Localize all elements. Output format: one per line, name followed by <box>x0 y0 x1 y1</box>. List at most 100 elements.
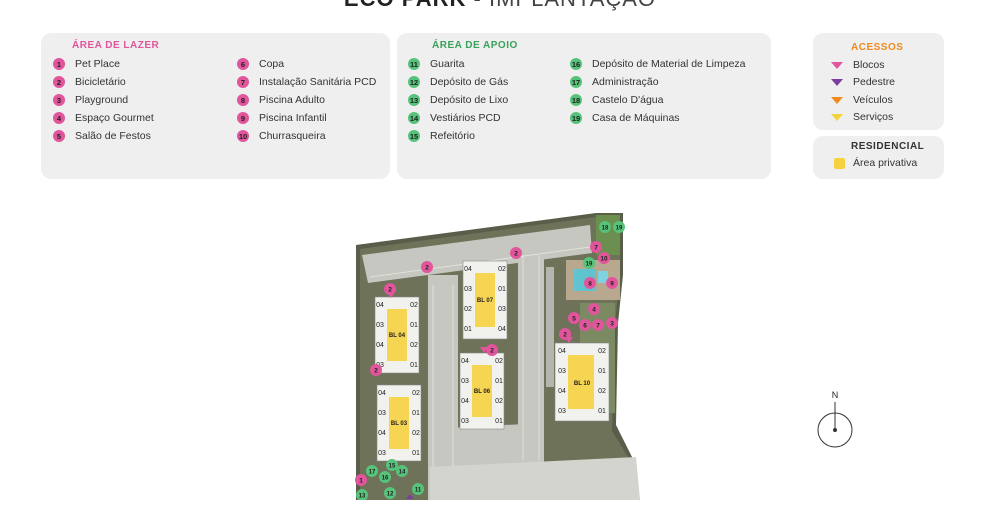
north-compass: N <box>813 388 857 448</box>
svg-text:03: 03 <box>378 410 386 417</box>
legend-item: Pedestre <box>831 76 895 88</box>
svg-text:2: 2 <box>514 251 518 258</box>
svg-text:10: 10 <box>600 256 608 263</box>
legend-panel-residencial: RESIDENCIAL Área privativa <box>813 136 944 179</box>
svg-text:8: 8 <box>588 281 592 288</box>
area-privativa-swatch <box>834 157 845 169</box>
legend-item: Área privativa <box>834 157 917 169</box>
blocos-arrow-icon <box>831 61 843 69</box>
svg-text:BL 03: BL 03 <box>391 421 408 427</box>
legend-item: Veículos <box>831 94 893 106</box>
svg-text:02: 02 <box>598 388 606 395</box>
svg-text:2: 2 <box>490 348 494 355</box>
compass-icon: N <box>817 390 853 448</box>
svg-text:01: 01 <box>464 326 472 333</box>
svg-text:03: 03 <box>378 450 386 457</box>
svg-text:01: 01 <box>410 362 418 369</box>
svg-text:04: 04 <box>498 326 506 333</box>
svg-text:01: 01 <box>498 286 506 293</box>
svg-text:02: 02 <box>495 358 503 365</box>
apoio-heading: ÁREA DE APOIO <box>432 40 518 51</box>
svg-text:16: 16 <box>382 476 389 482</box>
svg-text:2: 2 <box>374 368 378 375</box>
svg-text:02: 02 <box>410 302 418 309</box>
svg-text:BL 06: BL 06 <box>474 389 491 395</box>
servicos-arrow-icon <box>831 113 843 121</box>
svg-text:04: 04 <box>464 266 472 273</box>
svg-text:3: 3 <box>610 321 614 328</box>
compass-north-label: N <box>832 390 839 400</box>
svg-text:BL 04: BL 04 <box>389 333 406 339</box>
svg-text:4: 4 <box>592 307 596 314</box>
svg-text:04: 04 <box>378 430 386 437</box>
svg-text:04: 04 <box>378 390 386 397</box>
block-bl03 <box>376 384 422 462</box>
svg-text:03: 03 <box>558 368 566 375</box>
site-plan-svg: 04 02 03 01 04 02 03 01 04 02 03 01 02 0… <box>355 213 640 501</box>
svg-text:13: 13 <box>359 494 366 500</box>
svg-text:03: 03 <box>498 306 506 313</box>
svg-text:03: 03 <box>376 362 384 369</box>
pedestre-arrow-icon <box>831 78 843 86</box>
block-bl06 <box>459 352 505 430</box>
svg-text:04: 04 <box>558 348 566 355</box>
svg-text:02: 02 <box>412 390 420 397</box>
site-plan-map: 04 02 03 01 04 02 03 01 04 02 03 01 02 0… <box>340 205 660 501</box>
svg-text:2: 2 <box>388 287 392 294</box>
svg-text:02: 02 <box>498 266 506 273</box>
svg-text:1: 1 <box>359 478 363 485</box>
svg-text:02: 02 <box>464 306 472 313</box>
svg-text:02: 02 <box>410 342 418 349</box>
svg-text:04: 04 <box>558 388 566 395</box>
svg-text:19: 19 <box>586 262 593 268</box>
svg-text:04: 04 <box>461 398 469 405</box>
block-bl04 <box>374 296 420 374</box>
svg-text:04: 04 <box>376 342 384 349</box>
block-bl10 <box>554 342 610 422</box>
svg-text:5: 5 <box>572 316 576 323</box>
svg-text:03: 03 <box>464 286 472 293</box>
svg-text:03: 03 <box>376 322 384 329</box>
svg-text:15: 15 <box>389 464 396 470</box>
legend-item: Blocos <box>831 59 885 71</box>
svg-text:7: 7 <box>596 323 600 330</box>
svg-text:14: 14 <box>399 470 406 476</box>
svg-text:04: 04 <box>461 358 469 365</box>
svg-text:03: 03 <box>461 418 469 425</box>
svg-text:01: 01 <box>412 450 420 457</box>
svg-text:BL 10: BL 10 <box>574 381 591 387</box>
svg-text:19: 19 <box>616 226 623 232</box>
svg-text:2: 2 <box>425 265 429 272</box>
svg-text:11: 11 <box>415 488 422 494</box>
svg-text:03: 03 <box>558 408 566 415</box>
svg-text:2: 2 <box>563 332 567 339</box>
svg-text:9: 9 <box>610 281 614 288</box>
svg-text:17: 17 <box>369 470 376 476</box>
svg-text:03: 03 <box>461 378 469 385</box>
svg-text:18: 18 <box>602 226 609 232</box>
block-bl07 <box>462 260 508 340</box>
svg-text:BL 07: BL 07 <box>477 298 494 304</box>
svg-text:04: 04 <box>376 302 384 309</box>
legend-panel-acessos: ACESSOS Blocos Pedestre Veículos Serviço… <box>813 33 944 130</box>
svg-text:7: 7 <box>594 245 598 252</box>
svg-text:02: 02 <box>495 398 503 405</box>
